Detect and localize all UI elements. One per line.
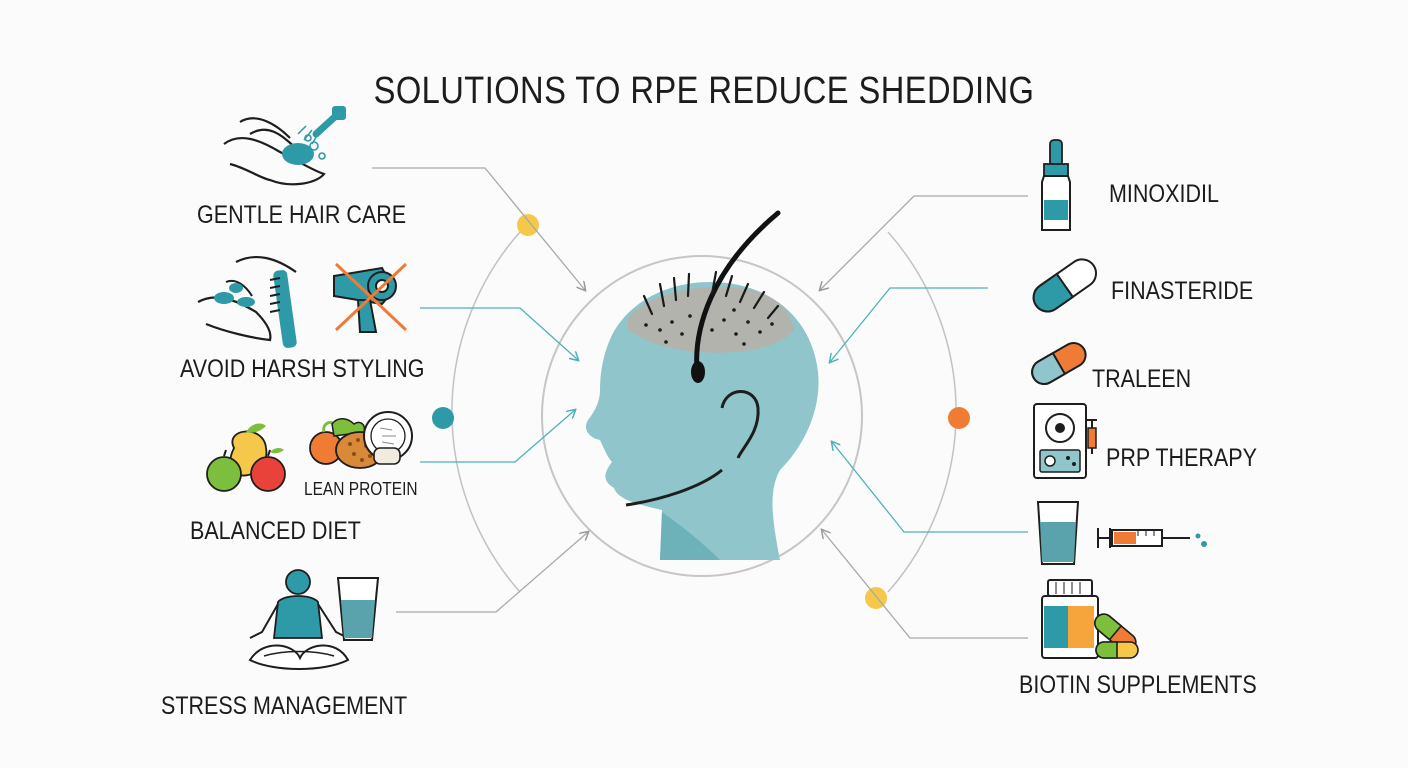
connector-avoid-harsh-styling [420,307,578,360]
fruits-icon [206,423,286,492]
hair-strand [694,210,781,373]
supplement-bottle-icon [1041,579,1099,659]
connector-stress-management [396,532,588,613]
label-lean-protein: LEAN PROTEIN [304,479,418,499]
label-avoid-harsh-styling: AVOID HARSH STYLING [180,355,425,383]
label-traleen: TRALEEN [1092,365,1192,393]
centrifuge-icon [1033,403,1097,479]
scalp-area [628,287,794,353]
connector-finasteride [830,287,988,362]
meditation-person-icon [248,569,350,670]
water-glass-icon [336,577,380,641]
hand-brush-icon [197,255,297,348]
hand-washing-hair-icon [223,106,346,186]
label-prp-therapy: PRP THERAPY [1106,444,1257,472]
orange-dot-right [948,407,970,429]
label-balanced-diet: BALANCED DIET [190,517,361,545]
connector-minoxidil [820,195,1028,290]
ear-icon [720,390,760,459]
connector-water-syringe [832,442,1028,533]
label-gentle-hair-care: GENTLE HAIR CARE [197,201,407,229]
right-connectors [820,195,1028,639]
page-title: SOLUTIONS TO RPE REDUCE SHEDDING [373,70,1035,112]
capsule-icon [1032,258,1098,313]
center-circle [541,255,863,577]
crossed-hair-dryer-icon [333,262,408,333]
lean-protein-icon [309,411,413,469]
label-finasteride: FINASTERIDE [1111,277,1254,305]
dropper-bottle-icon [1041,139,1071,231]
syringe-icon [1097,528,1207,548]
pills-icon [1094,613,1139,659]
right-arc [887,231,957,593]
water-glass-small-icon [1036,501,1080,565]
label-biotin-supplements: BIOTIN SUPPLEMENTS [1019,671,1257,699]
connector-gentle-hair-care [372,167,585,290]
connector-balanced-diet [420,410,575,463]
label-stress-management: STRESS MANAGEMENT [161,692,408,720]
yellow-dot-top-left [517,214,539,236]
head-silhouette-icon [585,210,819,560]
left-connectors [372,167,588,613]
connector-biotin [822,530,1028,639]
orange-capsule-icon [1031,342,1087,385]
left-arc [451,231,521,593]
teal-dot-left [432,407,454,429]
label-minoxidil: MINOXIDIL [1109,180,1219,208]
